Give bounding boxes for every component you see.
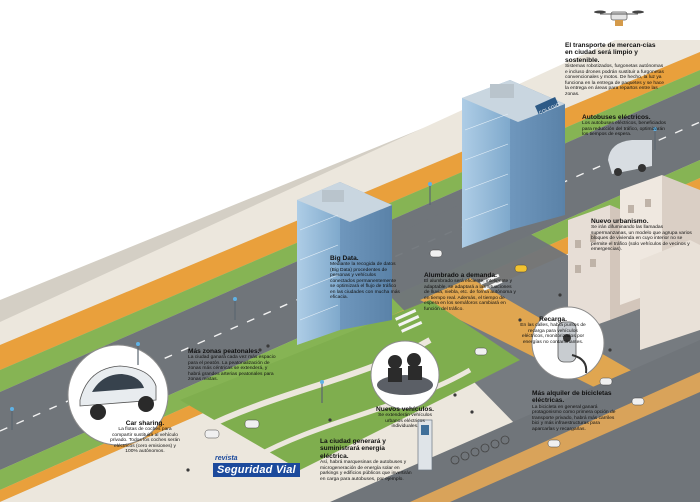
solar-charging-station [417, 419, 433, 471]
street-lamps [11, 130, 656, 430]
label-alumbrado-text: El alumbrado será eficiente, inteligente… [424, 279, 516, 312]
label-urbanismo: Nuevo urbanismo. Se irán difuminando las… [591, 218, 699, 253]
car-sharing-callout [67, 344, 169, 446]
label-urbanismo-text: Se irán difuminando las llamadas superma… [591, 225, 692, 253]
central-park [180, 300, 520, 470]
label-vehiculos-text: Se extenderán vehículos urbanos eléctric… [378, 413, 432, 430]
label-autobuses: Autobuses eléctricos. Los autobuses eléc… [582, 114, 670, 138]
label-alumbrado: Alumbrado a demanda. El alumbrado será e… [424, 272, 516, 312]
label-transporte: El transporte de mercan-cías en ciudad s… [565, 42, 665, 97]
label-carsharing-text: La flotas de coches para compartir susti… [110, 427, 180, 455]
label-autobuses-text: Los autobuses eléctricos, beneficiados p… [582, 121, 667, 138]
school-building [462, 80, 565, 248]
label-autobuses-title: Autobuses eléctricos. [582, 114, 651, 121]
electric-bus [608, 140, 652, 176]
road-vehicles [204, 249, 645, 448]
label-transporte-text: Sistemas robotizados, furgonetas autónom… [565, 64, 664, 97]
label-bicicletas: Más alquiler de bicicletas eléctricas. L… [532, 390, 618, 432]
delivery-drone [594, 10, 644, 26]
label-bicicletas-title: Más alquiler de bicicletas eléctricas. [532, 390, 612, 405]
label-alumbrado-title: Alumbrado a demanda. [424, 272, 497, 279]
label-bigdata-text: Mediante la recogida de datos (Big Data)… [330, 262, 400, 301]
label-vehiculos-title: Nuevos vehículos. [376, 406, 434, 413]
zebra-crossing [395, 273, 503, 333]
residential-blocks [568, 175, 700, 350]
label-bigdata-title: Big Data. [330, 255, 359, 262]
label-bicicletas-text: La bicicleta en general ganará protagoni… [532, 404, 616, 432]
label-urbanismo-title: Nuevo urbanismo. [591, 218, 649, 225]
label-carsharing-title: Car sharing. [125, 420, 165, 427]
label-vehiculos: Nuevos vehículos. Se extenderán vehículo… [372, 406, 438, 430]
label-carsharing: Car sharing. La flotas de coches para co… [110, 420, 180, 455]
pedestrians [186, 293, 612, 472]
label-recarga-text: En las calles, habrá puntos de recarga p… [520, 323, 586, 345]
charging-callout [531, 306, 605, 380]
label-recarga-title: Recarga. [539, 316, 567, 323]
label-peatonales-text: La ciudad ganará cada vez más espacio pa… [188, 355, 276, 383]
label-transporte-title: El transporte de mercan-cías en ciudad s… [565, 42, 656, 64]
label-peatonales: Más zonas peatonales. La ciudad ganará c… [188, 348, 278, 383]
label-energia-title: La ciudad generará y suministrará energí… [320, 438, 386, 460]
new-vehicles-callout [370, 340, 440, 410]
logo-line1: revista [215, 455, 238, 462]
label-bigdata: Big Data. Mediante la recogida de datos … [330, 255, 402, 301]
label-peatonales-title: Más zonas peatonales. [188, 348, 260, 355]
seguridad-vial-logo: revista Seguridad Vial [213, 455, 323, 485]
label-recarga: Recarga. En las calles, habrá puntos de … [518, 316, 588, 345]
label-energia-text: Así, habrá marquesinas de autobuses y mi… [320, 460, 412, 482]
logo-line2: Seguridad Vial [213, 463, 300, 477]
label-energia: La ciudad generará y suministrará energí… [320, 438, 412, 482]
big-data-building [297, 182, 392, 345]
bottom-bike-lane [410, 372, 700, 502]
bike-rack [450, 435, 510, 465]
